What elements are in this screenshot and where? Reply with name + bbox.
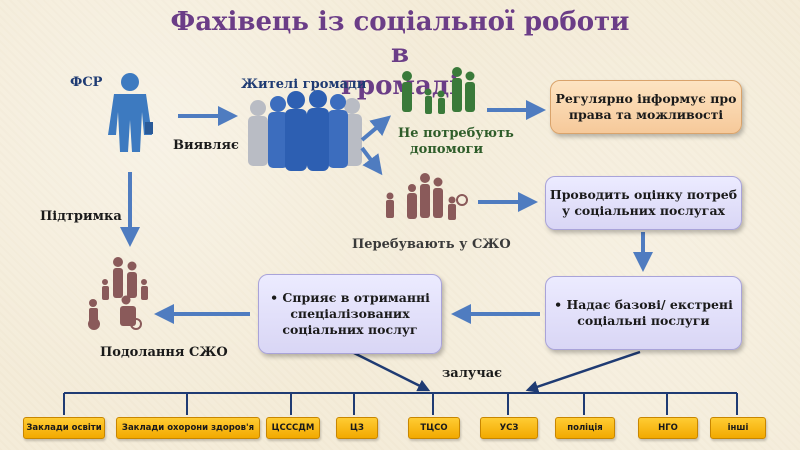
specialized-services-box: • Сприяє в отриманні спеціалізованих соц… <box>258 274 442 354</box>
flow-arrows <box>120 100 653 324</box>
assess-line-2: у соціальних послугах <box>561 203 725 218</box>
basic-line-2: соціальні послуги <box>577 313 710 328</box>
no-help-label: Не потребують допомоги <box>398 126 514 158</box>
informs-line-2: права та можливості <box>568 107 724 122</box>
partner-cssdm: ЦСССДМ <box>266 417 320 439</box>
partner-ngo: НГО <box>638 417 698 439</box>
involve-arrows <box>347 348 641 393</box>
reveals-label: Виявляє <box>173 138 239 153</box>
special-line-1: • Сприяє в отриманні <box>270 290 430 305</box>
assessment-box: Проводить оцінку потреб у соціальних пос… <box>545 176 742 230</box>
no-help-line-1: Не потребують <box>398 126 514 141</box>
family-overcoming-figures <box>88 257 148 330</box>
involves-label: залучає <box>442 366 503 381</box>
partner-healthcare: Заклади охорони здоров'я <box>116 417 260 439</box>
partners-connector <box>63 392 738 415</box>
partner-police: поліція <box>555 417 615 439</box>
basic-line-1: • Надає базові/ екстрені <box>554 297 733 312</box>
fsr-label: ФСР <box>70 75 103 90</box>
family-no-help-figures <box>402 67 475 114</box>
informs-box: Регулярно інформує про права та можливос… <box>550 80 742 134</box>
basic-services-box: • Надає базові/ екстрені соціальні послу… <box>545 276 742 350</box>
title-line-1: Фахівець із соціальної роботи в <box>170 7 630 69</box>
special-line-3: соціальних послуг <box>282 322 418 337</box>
social-worker-figure <box>108 73 153 152</box>
family-sjo-figures <box>386 173 468 220</box>
residents-label: Жителі громади <box>241 77 367 92</box>
special-line-2: спеціалізованих <box>290 306 410 321</box>
partner-other: інші <box>710 417 766 439</box>
informs-line-1: Регулярно інформує про <box>555 91 737 106</box>
partner-cz: ЦЗ <box>336 417 378 439</box>
no-help-line-2: допомоги <box>410 142 484 157</box>
partner-tcso: ТЦСО <box>408 417 460 439</box>
overcoming-label: Подолання СЖО <box>100 345 228 360</box>
residents-crowd <box>248 90 362 171</box>
support-label: Підтримка <box>40 209 122 224</box>
sjo-label: Перебувають у СЖО <box>352 237 511 252</box>
assess-line-1: Проводить оцінку потреб <box>549 187 738 202</box>
partner-usz: УСЗ <box>480 417 538 439</box>
partner-education: Заклади освіти <box>23 417 105 439</box>
